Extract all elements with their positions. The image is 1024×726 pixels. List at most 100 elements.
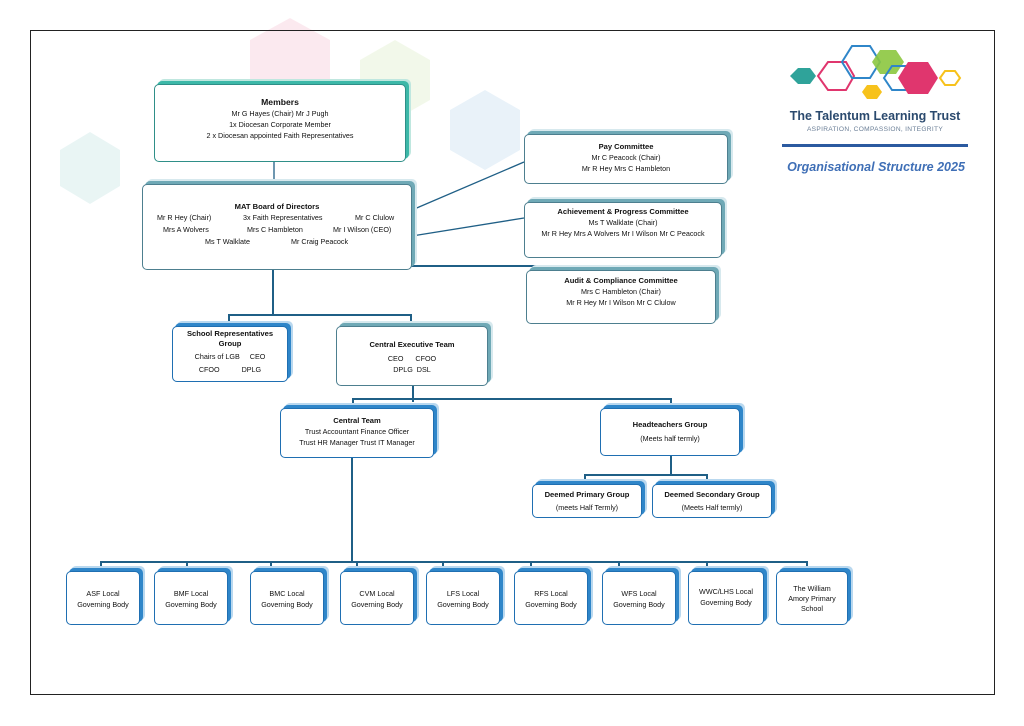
deemed-primary-title: Deemed Primary Group [544,490,630,499]
divider [782,144,968,147]
achievement-committee-box: Achievement & Progress Committee Ms T Wa… [524,202,722,258]
lgb-line: WWC/LHS Local [699,587,753,596]
connector [618,561,620,571]
audit-committee-line: Mr R Hey Mr I Wilson Mr C Clulow [566,298,676,307]
deemed-secondary-box: Deemed Secondary Group (Meets Half terml… [652,484,772,518]
lgb-box: RFS Local Governing Body [514,571,588,625]
cet-title: Central Executive Team [369,340,455,349]
brand-tagline: ASPIRATION, COMPASSION, INTEGRITY [806,126,944,133]
board-member: Ms T Walklate [205,237,250,246]
lgb-line: Governing Body [351,600,403,609]
school-reps-line: CFOO DPLG [198,365,262,374]
board-title: MAT Board of Directors [234,202,320,211]
connector [806,561,808,571]
connector [228,314,412,316]
members-line: 1x Diocesan Corporate Member [229,120,331,129]
connector [442,561,444,571]
lgb-box: BMC Local Governing Body [250,571,324,625]
lgb-line: Governing Body [437,600,489,609]
connector [410,314,412,326]
connector [584,474,708,476]
connector [584,474,586,484]
connector [352,398,672,400]
lgb-box: CVM Local Governing Body [340,571,414,625]
board-member: Mr I Wilson (CEO) [333,225,392,234]
lgb-line: Governing Body [77,600,129,609]
central-team-box: Central Team Trust Accountant Finance Of… [280,408,434,458]
connector [272,268,274,316]
connector [706,561,708,571]
deemed-secondary-title: Deemed Secondary Group [664,490,760,499]
school-reps-box: School Representatives Group Chairs of L… [172,326,288,382]
pay-committee-line: Mr R Hey Mrs C Hambleton [581,164,671,173]
cet-line: CEO CFOO [387,354,437,363]
connector [352,398,354,408]
members-line: Mr G Hayes (Chair) Mr J Pugh [231,109,329,118]
connector [530,561,532,571]
audit-committee-title: Audit & Compliance Committee [564,276,678,285]
lgb-line: Governing Body [700,598,752,607]
lgb-box: The William Amory Primary School [776,571,848,625]
connector [356,561,358,571]
lgb-line: The William [793,584,831,593]
deemed-primary-box: Deemed Primary Group (meets Half Termly) [532,484,642,518]
lgb-line: RFS Local [534,589,568,598]
school-reps-line: Chairs of LGB CEO [194,352,266,361]
lgb-line: BMF Local [173,589,209,598]
lgb-line: Governing Body [261,600,313,609]
trust-logo-icon [790,45,962,99]
lgb-line: Governing Body [525,600,577,609]
lgb-line: LFS Local [446,589,480,598]
connector [410,265,710,267]
school-reps-title: School Representatives Group [186,329,274,348]
deemed-secondary-line: (Meets Half termly) [681,503,743,512]
central-executive-team-box: Central Executive Team CEO CFOO DPLG DSL [336,326,488,386]
audit-committee-line: Mrs C Hambleton (Chair) [581,287,661,296]
connector [706,474,708,484]
page-frame [30,30,995,695]
pay-committee-title: Pay Committee [598,142,654,151]
connector [228,314,230,326]
lgb-line: Governing Body [613,600,665,609]
lgb-line: ASF Local [86,589,120,598]
board-member: Mr Craig Peacock [291,237,349,246]
lgb-box: ASF Local Governing Body [66,571,140,625]
lgb-box: BMF Local Governing Body [154,571,228,625]
cet-line: DPLG DSL [393,365,431,374]
lgb-line: CVM Local [359,589,395,598]
members-title: Members [261,97,299,107]
lgb-line: School [801,604,823,613]
lgb-line: WFS Local [621,589,657,598]
central-team-line: Trust Accountant Finance Officer [304,427,410,436]
lgb-line: Governing Body [165,600,217,609]
pay-committee-line: Mr C Peacock (Chair) [591,153,661,162]
central-team-title: Central Team [333,416,381,425]
pay-committee-box: Pay Committee Mr C Peacock (Chair) Mr R … [524,134,728,184]
achievement-committee-title: Achievement & Progress Committee [557,207,689,216]
lgb-box: WFS Local Governing Body [602,571,676,625]
members-line: 2 x Diocesan appointed Faith Representat… [206,131,354,140]
board-box: MAT Board of Directors Mr R Hey (Chair) … [142,184,412,270]
lgb-box: WWC/LHS Local Governing Body [688,571,764,625]
board-member: Mr R Hey (Chair) [157,213,212,222]
page-title: Organisational Structure 2025 [787,160,965,174]
achievement-committee-line: Mr R Hey Mrs A Wolvers Mr I Wilson Mr C … [541,229,705,238]
members-box: Members Mr G Hayes (Chair) Mr J Pugh 1x … [154,84,406,162]
brand-name: The Talentum Learning Trust [789,109,961,123]
connector [670,398,672,408]
connector [186,561,188,571]
lgb-box: LFS Local Governing Body [426,571,500,625]
lgb-line: BMC Local [269,589,305,598]
board-member: 3x Faith Representatives [243,213,323,222]
audit-committee-box: Audit & Compliance Committee Mrs C Hambl… [526,270,716,324]
headteachers-line: (Meets half termly) [640,434,700,443]
board-member: Mr C Clulow [355,213,395,222]
board-member: Mrs C Hambleton [247,225,303,234]
central-team-line: Trust HR Manager Trust IT Manager [299,438,415,447]
achievement-committee-line: Ms T Walklate (Chair) [588,218,658,227]
connector [351,457,353,563]
headteachers-title: Headteachers Group [632,420,708,429]
connector [670,456,672,476]
board-member: Mrs A Wolvers [163,225,209,234]
